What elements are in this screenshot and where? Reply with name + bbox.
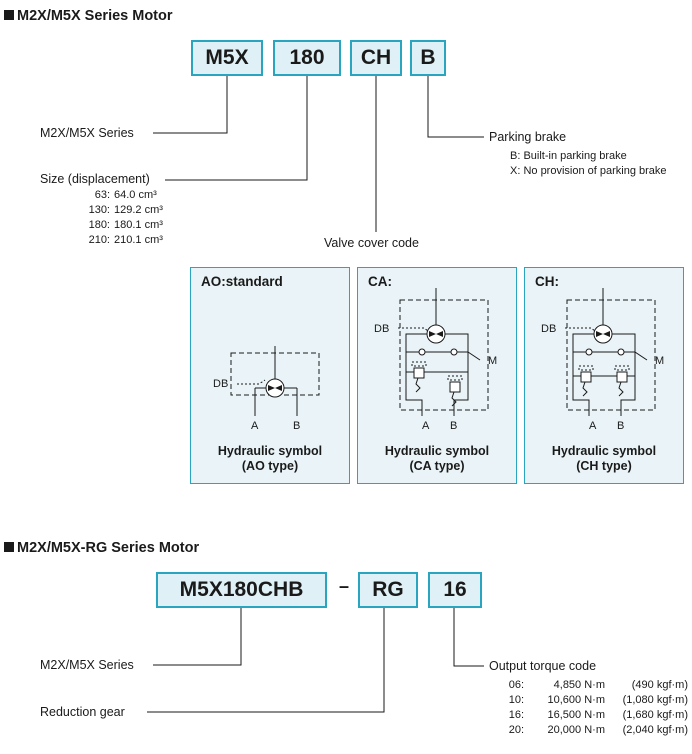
torque-value: 4,850 N·m [553,679,605,691]
db-label: DB [541,323,557,335]
parking-brake-label: Parking brake [489,130,567,144]
code-separator: – [339,576,350,596]
code-box-series: M5X [191,40,263,76]
torque-kgf: (1,080 kgf·m) [622,694,688,706]
port-a-label: A [422,420,430,432]
leader-series [153,76,228,134]
hydraulic-symbol-ch [565,288,656,416]
hydraulic-symbol-ao [230,346,320,416]
panel-ao-caption: Hydraulic symbol [217,444,323,458]
torque-code: 16: [508,709,524,721]
panel-ca-caption-type: (CA type) [409,459,465,473]
code-box-brake: B [410,40,446,76]
port-a-label: A [589,420,597,432]
size-value: 129.2 cm³ [114,204,163,216]
panel-ao-title: AO:standard [201,274,283,289]
size-code: 63: [94,189,110,201]
torque-code: 20: [508,724,524,736]
torque-value: 20,000 N·m [547,724,605,736]
db-label: DB [374,323,390,335]
torque-kgf: (490 kgf·m) [631,679,688,691]
section2-title: M2X/M5X-RG Series Motor [4,540,199,556]
leader-size [165,76,308,181]
size-label: Size (displacement) [40,172,150,186]
torque-value: 16,500 N·m [547,709,605,721]
torque-code: 06: [508,679,524,691]
square-bullet-icon [4,10,14,20]
panel-ao: AO:standard DB A B Hydraulic symbol (AO … [190,267,350,484]
leader-brake [427,76,484,138]
panel-ca: CA: DB M A B Hydraulic symbol (CA type) [357,267,517,484]
port-b-label: B [617,420,625,432]
torque-code: 10: [508,694,524,706]
square-bullet-icon [4,542,14,552]
panel-ch: CH: DB M A B Hydraulic symbol (CH type) [524,267,684,484]
brake-option: X: No provision of parking brake [510,165,667,177]
leader-gear [147,608,385,713]
panel-ao-caption-type: (AO type) [241,459,299,473]
panel-ca-caption: Hydraulic symbol [384,444,490,458]
port-b-label: B [293,420,301,432]
section1-title: M2X/M5X Series Motor [4,8,173,24]
leader-torque [453,608,484,667]
code-box-valve: CH [350,40,402,76]
valve-cover-label: Valve cover code [324,236,419,250]
size-code: 130: [88,204,110,216]
size-value: 210.1 cm³ [114,234,163,246]
size-code: 210: [88,234,110,246]
code-box-size: 180 [273,40,341,76]
series-label-2: M2X/M5X Series [40,658,134,672]
series-label: M2X/M5X Series [40,126,134,140]
torque-kgf: (2,040 kgf·m) [622,724,688,736]
panel-ch-caption-type: (CH type) [576,459,632,473]
code-box-model: M5X180CHB [156,572,327,608]
size-code: 180: [88,219,110,231]
brake-option: B: Built-in parking brake [510,150,627,162]
code-box-torque: 16 [428,572,482,608]
torque-kgf: (1,680 kgf·m) [622,709,688,721]
output-torque-label: Output torque code [489,659,597,673]
port-m-label: M [488,355,498,367]
size-value: 64.0 cm³ [114,189,157,201]
size-value: 180.1 cm³ [114,219,163,231]
db-label: DB [213,378,229,390]
torque-value: 10,600 N·m [547,694,605,706]
leader-series-2 [153,608,242,666]
port-a-label: A [251,420,259,432]
panel-ca-title: CA: [368,274,392,289]
panel-ch-caption: Hydraulic symbol [551,444,657,458]
code-box-gear: RG [358,572,418,608]
panel-ch-title: CH: [535,274,559,289]
hydraulic-symbol-ca [398,288,489,416]
port-m-label: M [655,355,665,367]
reduction-gear-label: Reduction gear [40,705,125,719]
port-b-label: B [450,420,458,432]
